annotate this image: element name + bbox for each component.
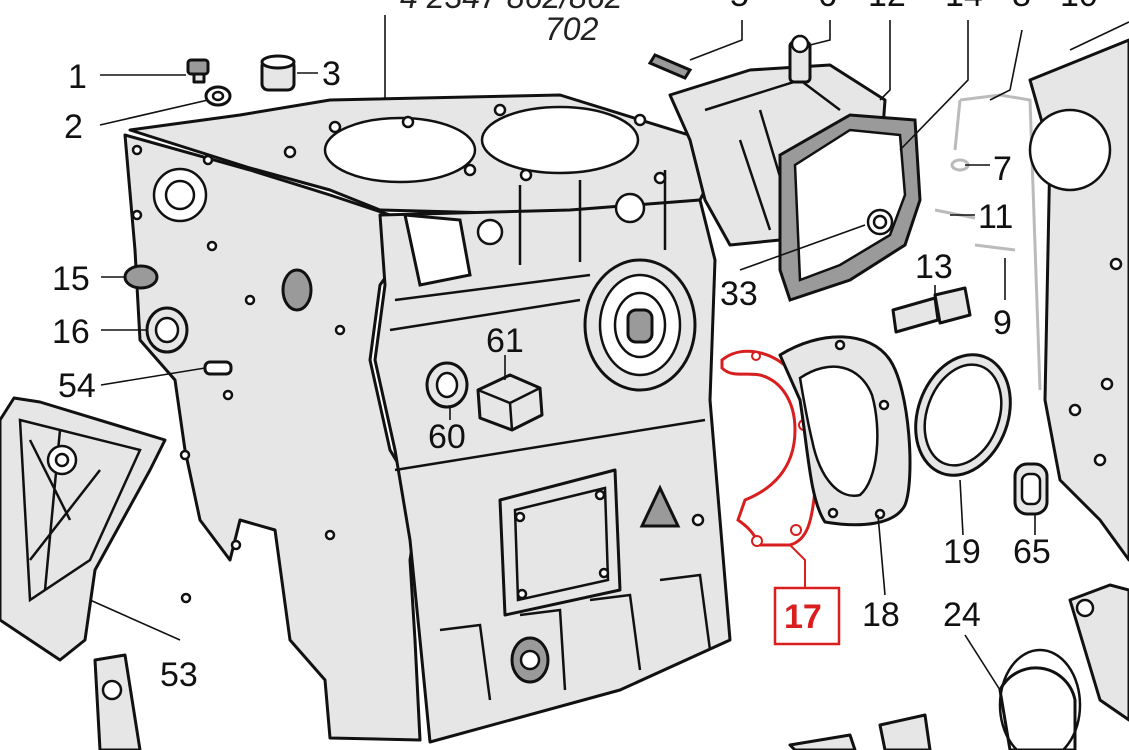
callout-12: 12 <box>868 0 906 14</box>
header-sub-code: 702 <box>545 11 599 47</box>
callout-54: 54 <box>58 367 96 405</box>
bolt-13 <box>891 286 972 334</box>
callout-6: 6 <box>818 0 837 14</box>
callout-10: 10 <box>1060 0 1098 14</box>
callout-60: 60 <box>428 418 466 456</box>
callout-16: 16 <box>52 313 90 351</box>
callout-3: 3 <box>322 55 341 93</box>
callout-17-frame <box>773 586 841 646</box>
gasket-part <box>778 113 922 302</box>
washer-60 <box>425 361 469 409</box>
rear-plate-part <box>1028 38 1129 562</box>
header-part-code: 4 2347 862/862 <box>400 0 623 15</box>
callout-18: 18 <box>862 596 900 634</box>
callout-14: 14 <box>945 0 983 14</box>
callout-53: 53 <box>160 656 198 694</box>
callout-65: 65 <box>1013 533 1051 571</box>
cover-18 <box>778 335 912 527</box>
callout-17: 17 <box>784 598 822 636</box>
engine-block <box>123 93 732 744</box>
bottom-right-part <box>788 583 1129 750</box>
callout-1: 1 <box>68 58 87 96</box>
callout-2: 2 <box>64 108 83 146</box>
seal-16 <box>145 306 189 354</box>
callout-7: 7 <box>993 150 1012 188</box>
bolt-1 <box>186 58 210 84</box>
pipe-part <box>953 93 1042 391</box>
leader-lines <box>89 15 1129 691</box>
ring-24 <box>998 648 1082 750</box>
seal-19 <box>914 353 1012 477</box>
callout-8: 8 <box>1012 0 1031 14</box>
callout-61: 61 <box>486 322 524 360</box>
callout-9: 9 <box>993 304 1012 342</box>
plug-61 <box>476 373 544 432</box>
plug-65 <box>1013 462 1049 516</box>
lower-arm-part <box>93 653 142 750</box>
plug-15 <box>123 264 159 290</box>
bracket-part <box>0 396 167 662</box>
callout-19: 19 <box>943 533 981 571</box>
bushing-3 <box>260 54 296 92</box>
callout-13: 13 <box>915 248 953 286</box>
callout-5: 5 <box>730 0 749 14</box>
callout-15: 15 <box>52 260 90 298</box>
callout-11: 11 <box>978 198 1013 236</box>
callout-33: 33 <box>720 275 758 313</box>
pin-54 <box>203 360 233 376</box>
callout-24: 24 <box>943 596 981 634</box>
